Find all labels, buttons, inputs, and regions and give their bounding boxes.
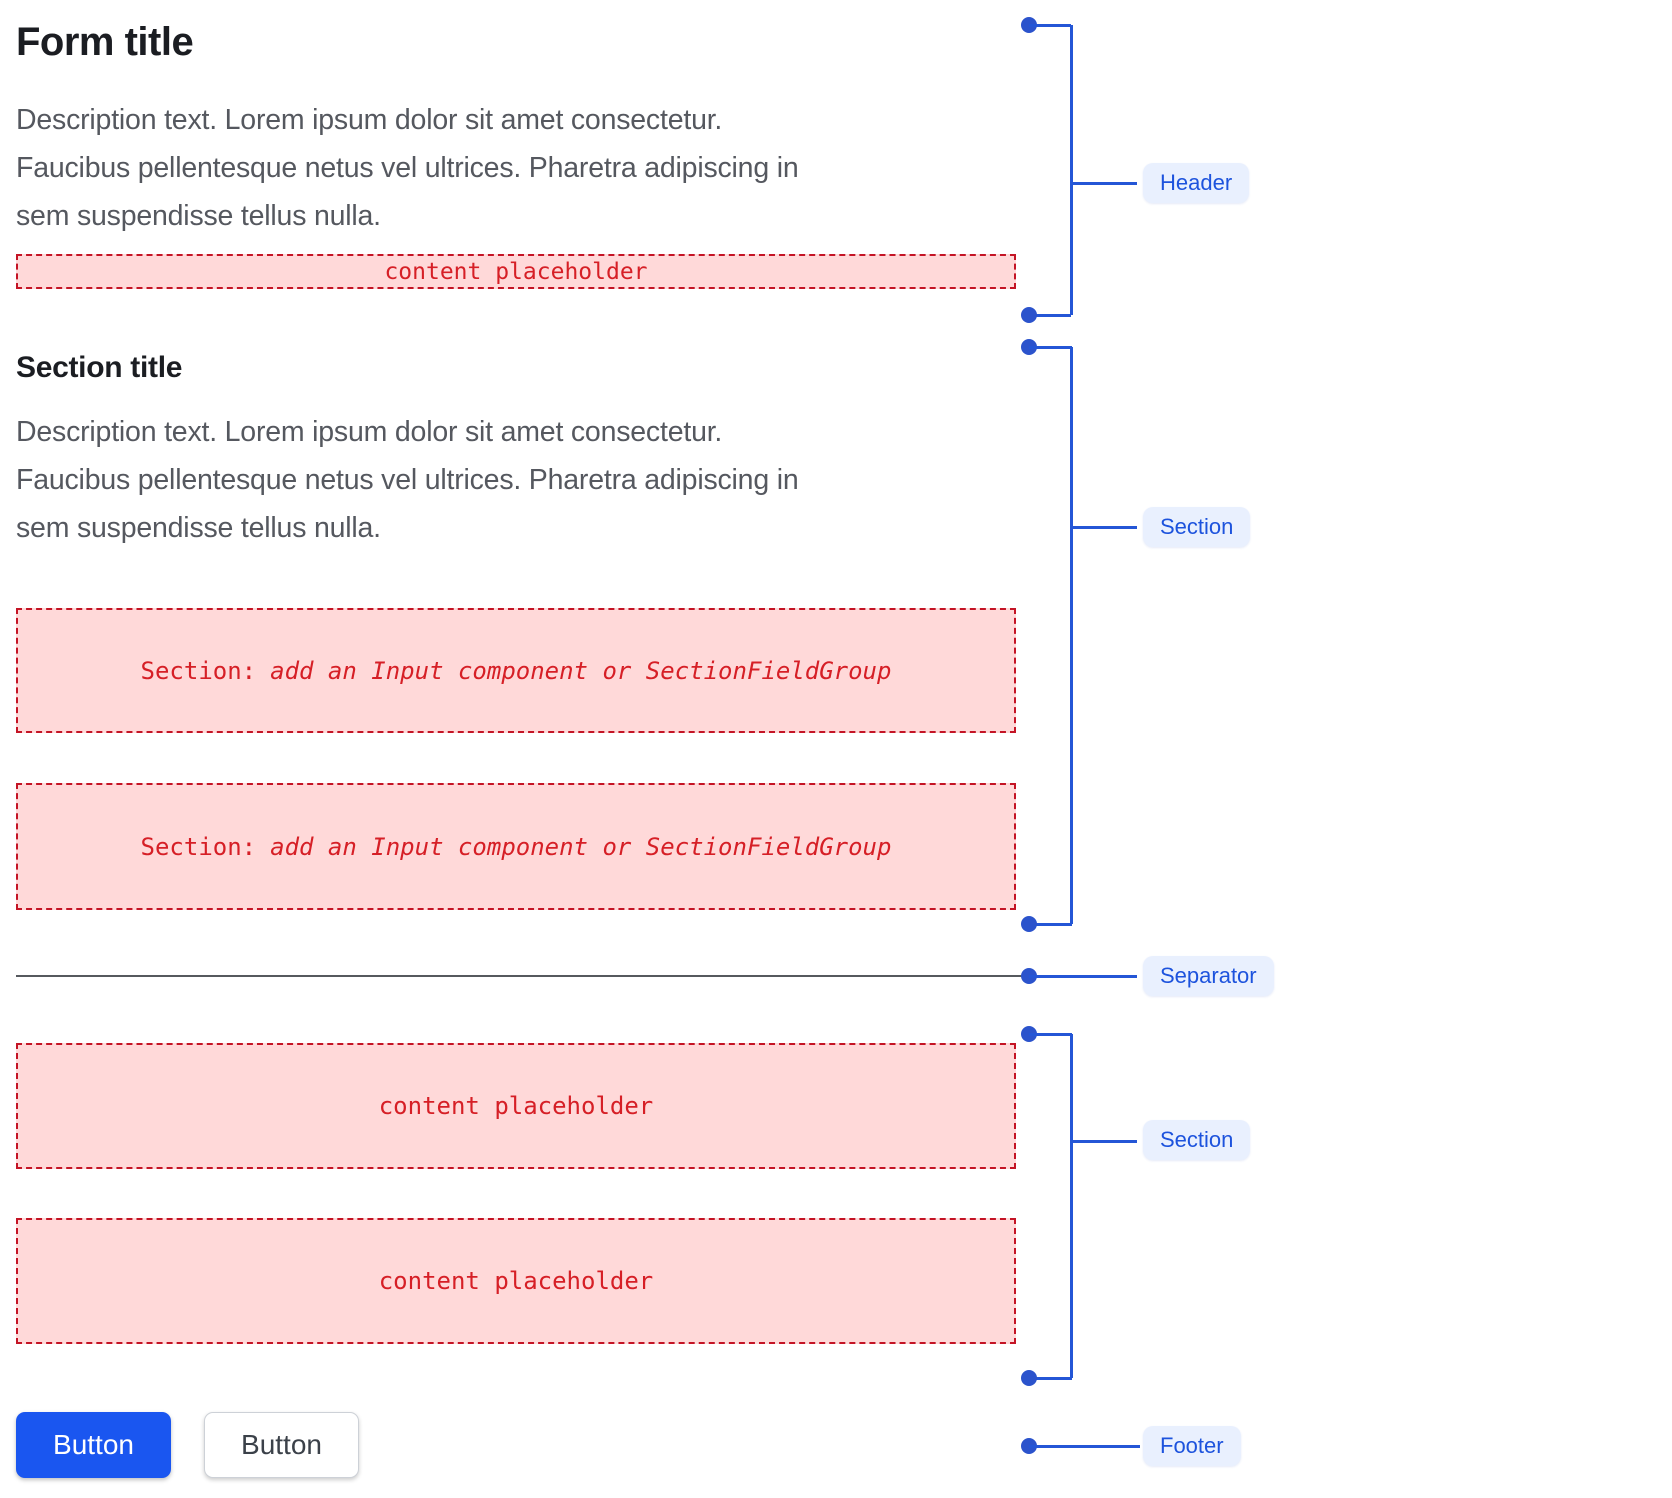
separator-label-connector	[1029, 974, 1137, 978]
section-description-line: Faucibus pellentesque netus vel ultrices…	[16, 464, 799, 496]
header-bracket-top-stub	[1029, 23, 1071, 27]
section-field-placeholder: Section: add an Input component or Secti…	[16, 608, 1016, 733]
section-description: Description text. Lorem ipsum dolor sit …	[16, 408, 976, 552]
section2-bracket-bottom-dot	[1021, 1370, 1037, 1386]
placeholder-hint: add an Input component or SectionFieldGr…	[270, 832, 892, 861]
placeholder-hint: add an Input component or SectionFieldGr…	[270, 656, 892, 685]
header-bracket-line	[1069, 25, 1073, 315]
form-description-line: sem suspendisse tellus nulla.	[16, 200, 381, 232]
separator-annotation-label: Separator	[1143, 956, 1274, 996]
placeholder-label: content placeholder	[384, 258, 648, 285]
header-content-placeholder: content placeholder	[16, 254, 1016, 289]
primary-button[interactable]: Button	[16, 1412, 171, 1478]
form-description-line: Faucibus pellentesque netus vel ultrices…	[16, 152, 799, 184]
secondary-button[interactable]: Button	[204, 1412, 359, 1478]
section2-annotation-label: Section	[1143, 1120, 1251, 1160]
section-description-line: sem suspendisse tellus nulla.	[16, 512, 381, 544]
section1-bracket-top-stub	[1029, 345, 1072, 349]
header-label-connector	[1071, 181, 1137, 185]
section1-annotation-label: Section	[1143, 507, 1251, 547]
content-placeholder: content placeholder	[16, 1218, 1016, 1344]
placeholder-label: content placeholder	[378, 1267, 654, 1295]
section-field-placeholder: Section: add an Input component or Secti…	[16, 783, 1016, 910]
section1-bracket-bottom-stub	[1029, 922, 1072, 926]
placeholder-prefix: Section:	[140, 832, 257, 861]
footer-label-connector	[1029, 1444, 1140, 1448]
header-annotation-label: Header	[1143, 163, 1250, 203]
section1-label-connector	[1071, 525, 1137, 529]
section2-bracket-top-stub	[1029, 1032, 1072, 1036]
form-description-line: Description text. Lorem ipsum dolor sit …	[16, 104, 723, 136]
section-description-line: Description text. Lorem ipsum dolor sit …	[16, 416, 723, 448]
form-description: Description text. Lorem ipsum dolor sit …	[16, 96, 976, 240]
placeholder-prefix: Section:	[140, 656, 257, 685]
placeholder-label: content placeholder	[378, 1092, 654, 1120]
section2-label-connector	[1071, 1139, 1137, 1143]
separator-line	[16, 974, 1025, 977]
section2-bracket-line	[1069, 1034, 1073, 1378]
header-bracket-bottom-stub	[1029, 313, 1071, 317]
form-title: Form title	[16, 20, 194, 64]
section2-bracket-bottom-stub	[1029, 1376, 1072, 1380]
header-bracket-bottom-dot	[1021, 307, 1037, 323]
section-title: Section title	[16, 351, 183, 384]
footer-annotation-label: Footer	[1143, 1426, 1241, 1466]
section1-bracket-bottom-dot	[1021, 916, 1037, 932]
section1-bracket-line	[1069, 347, 1073, 924]
content-placeholder: content placeholder	[16, 1043, 1016, 1169]
